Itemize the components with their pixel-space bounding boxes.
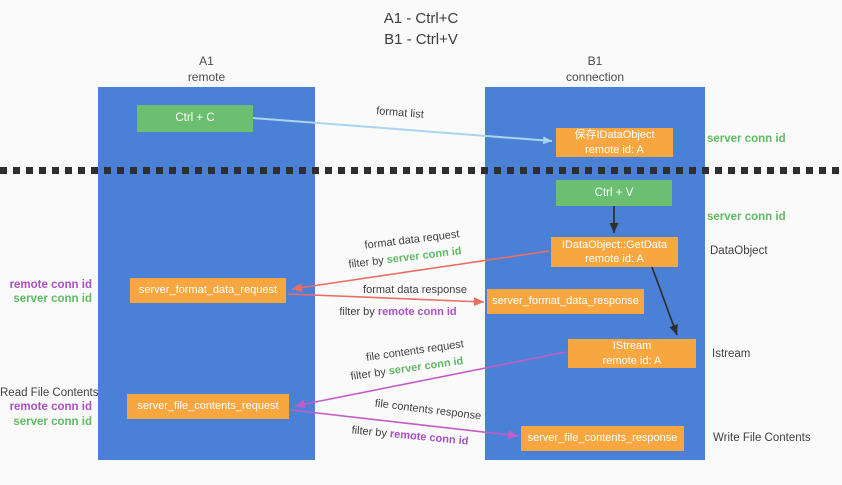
- node-server-format-data-response-label: server_format_data_response: [492, 295, 639, 308]
- label-dataobject: DataObject: [710, 245, 768, 257]
- label-istream: Istream: [712, 348, 751, 360]
- arrow-format-data-response: [287, 293, 485, 307]
- arrow-file-contents-response: [290, 409, 519, 440]
- node-server-format-data-response: server_format_data_response: [487, 289, 644, 314]
- node-idataobject-getdata: IDataObject::GetData remote id: A: [551, 237, 678, 267]
- node-idataobject-getdata-line2: remote id: A: [585, 253, 644, 265]
- left-conn-id-block-2: Read File Contents remote conn id server…: [0, 386, 99, 429]
- label-format-data-response: format data response: [363, 284, 467, 296]
- node-istream-line2: remote id: A: [602, 354, 662, 367]
- label-remote-conn-id-value-1: remote conn id: [377, 306, 457, 318]
- node-istream: IStream remote id: A: [568, 339, 696, 368]
- node-server-file-contents-request: server_file_contents_request: [127, 394, 289, 419]
- label-write-file-contents: Write File Contents: [713, 432, 811, 444]
- label-server-conn-id-right-top: server conn id: [707, 133, 786, 145]
- column-b1-subtitle: connection: [565, 69, 625, 84]
- arrow-format-data-request: [291, 250, 550, 292]
- node-ctrl-c-label: Ctrl + C: [175, 112, 215, 125]
- column-header-b1: B1 connection: [485, 54, 705, 85]
- dashed-divider: [0, 167, 842, 174]
- label-remote-conn-id-left-1: remote conn id: [9, 279, 92, 291]
- node-server-file-contents-response-label: server_file_contents_response: [527, 432, 678, 445]
- label-read-file-contents: Read File Contents: [0, 387, 99, 399]
- node-save-idataobject-line2: remote id: A: [585, 143, 644, 156]
- column-header-a1: A1 remote: [98, 54, 315, 85]
- node-ctrl-c: Ctrl + C: [137, 105, 253, 132]
- node-ctrl-v-label: Ctrl + V: [594, 186, 634, 199]
- title-line-1: A1 - Ctrl+C: [383, 10, 459, 27]
- node-istream-line1: IStream: [612, 340, 652, 353]
- arrow-format-list: [252, 117, 553, 145]
- node-server-file-contents-response: server_file_contents_response: [521, 426, 684, 451]
- node-save-idataobject-line1: 保存IDataObject: [574, 129, 655, 142]
- left-conn-id-block-1: remote conn id server conn id: [0, 278, 92, 307]
- label-server-conn-id-right-mid: server conn id: [707, 211, 786, 223]
- label-filter-by-prefix-2: filter by: [339, 306, 375, 318]
- node-ctrl-v: Ctrl + V: [556, 180, 672, 206]
- column-a1-name: A1: [199, 54, 214, 68]
- arrow-file-contents-request: [294, 351, 567, 409]
- title-line-2: B1 - Ctrl+V: [384, 31, 458, 48]
- column-b1-name: B1: [587, 54, 603, 68]
- label-server-conn-id-left-2: server conn id: [13, 415, 92, 428]
- label-server-conn-id-left-1: server conn id: [13, 293, 92, 306]
- column-a1-subtitle: remote: [187, 69, 226, 84]
- node-server-format-data-request: server_format_data_request: [130, 278, 286, 303]
- label-remote-conn-id-left-2: remote conn id: [9, 401, 92, 414]
- node-idataobject-getdata-line1: IDataObject::GetData: [561, 238, 668, 251]
- node-server-file-contents-request-label: server_file_contents_request: [137, 400, 279, 413]
- node-save-idataobject: 保存IDataObject remote id: A: [556, 128, 673, 157]
- node-server-format-data-request-label: server_format_data_request: [138, 284, 278, 297]
- arrow-getdata-to-istream: [651, 266, 678, 336]
- diagram-title: A1 - Ctrl+C B1 - Ctrl+V: [0, 8, 842, 50]
